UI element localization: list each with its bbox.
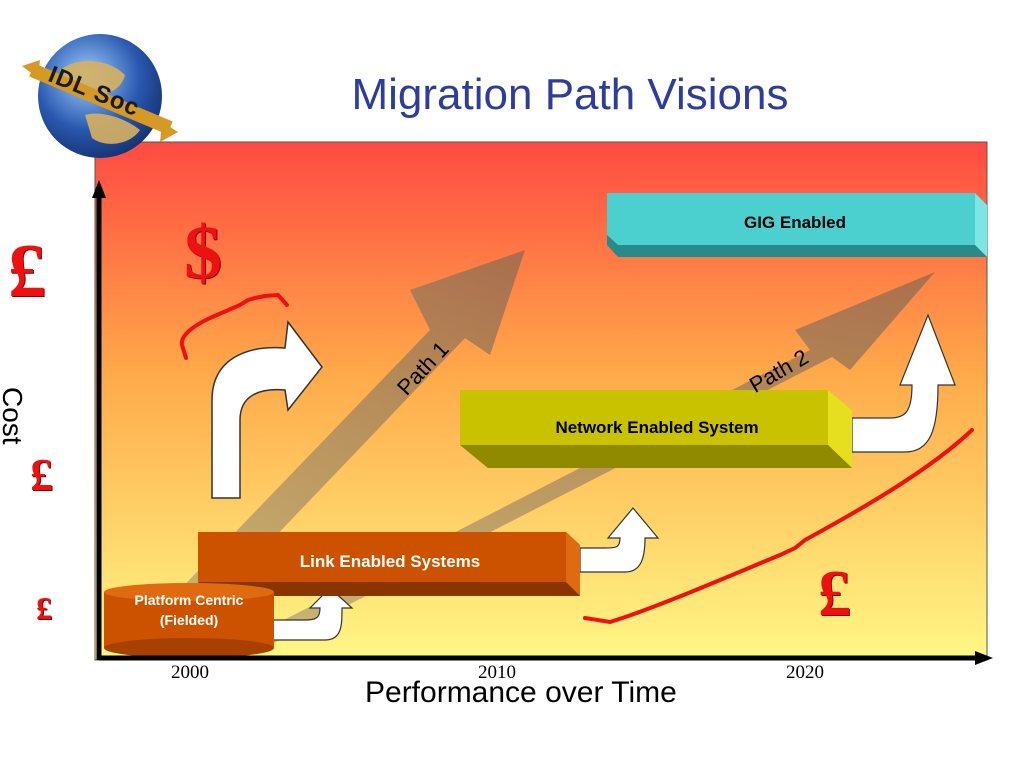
pound-symbol-large: £ [8,229,46,313]
pound-symbol-medium: £ [30,449,53,500]
platform-cylinder [104,583,274,658]
x-tick-2000: 2000 [171,662,209,683]
logo-globe-icon [22,34,178,158]
upturn-arrow-large [211,320,323,499]
logo-text: IDL Soc [44,61,144,123]
x-tick-2020: 2020 [786,662,824,683]
x-tick-2010: 2010 [478,662,516,683]
link-enabled-label: Link Enabled Systems [299,552,481,571]
logo: IDL Soc [30,38,170,158]
y-axis-arrowhead [92,180,106,198]
pound-symbol-small: £ [36,590,52,626]
path1-arrow [170,250,525,610]
dollar-symbol: $ [184,211,222,295]
pound-symbol-right: £ [818,557,851,630]
platform-centric-label: Platform Centric (Fielded) [104,590,274,630]
platform-line1: Platform Centric [134,592,244,608]
link-enabled-box [198,532,580,596]
gig-enabled-box [607,193,987,257]
cost-brace-top [179,292,289,360]
network-enabled-label: Network Enabled System [555,418,759,437]
page-title: Migration Path Visions [351,70,789,119]
x-axis-arrowhead [975,651,993,665]
network-enabled-box [460,390,852,468]
x-axis-label: Performance over Time [365,676,677,709]
upturn-arrow-platform [271,587,354,641]
y-axis-label: Cost [0,387,28,445]
gig-enabled-label: GIG Enabled [743,213,847,232]
upturn-arrow-link [579,507,660,573]
upturn-arrow-network [851,313,956,453]
cost-brace-bottom [583,428,974,625]
platform-line2: (Fielded) [159,612,219,628]
